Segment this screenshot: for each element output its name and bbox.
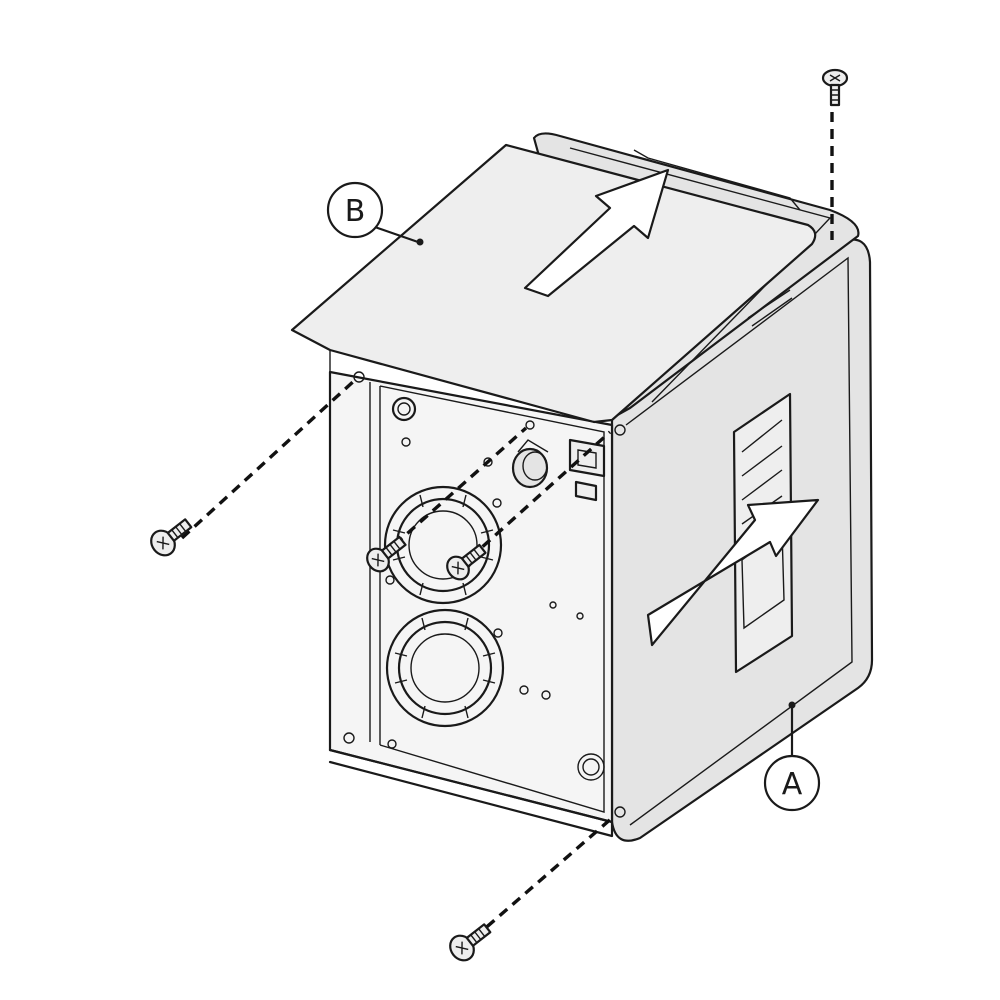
callout-a-label: A: [782, 767, 803, 802]
screw-icon: [821, 68, 849, 107]
screw-icon: [366, 535, 407, 573]
panel-holes: [343, 396, 605, 781]
power-socket-icon: [568, 438, 606, 502]
screw-icon: [449, 923, 492, 962]
callout-b-label: B: [345, 194, 366, 229]
screw-icon: [446, 543, 487, 581]
knob: [511, 439, 549, 489]
direction-arrow-icon: [646, 498, 820, 647]
screw-paths: [180, 112, 834, 940]
callout-b: B: [326, 181, 424, 246]
screw-icon: [150, 518, 193, 557]
back-panel: [328, 370, 626, 824]
callout-a: A: [763, 701, 821, 812]
fan-grille-icon: [385, 608, 505, 728]
direction-arrow-icon: [523, 168, 670, 298]
